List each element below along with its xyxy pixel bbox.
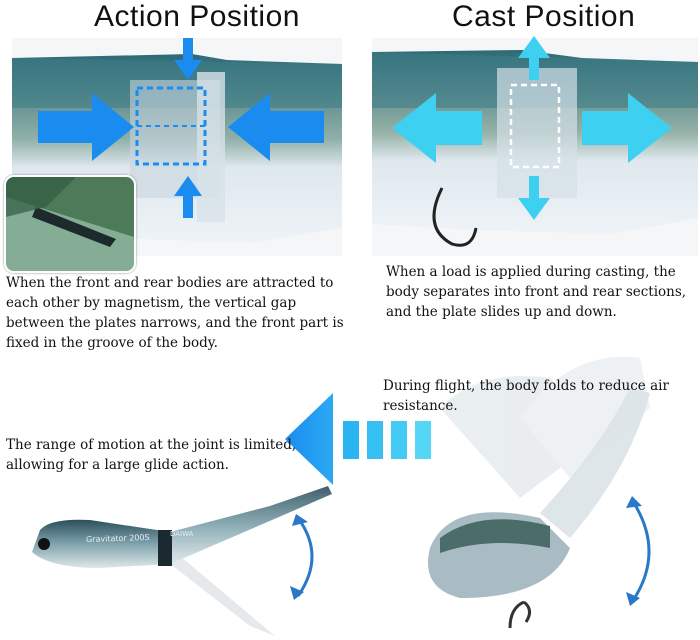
flight-lure-image xyxy=(400,348,700,640)
plate-outline xyxy=(133,84,209,168)
cast-down-arrow-icon xyxy=(518,176,550,220)
cast-position-heading: Cast Position xyxy=(452,0,636,33)
cast-left-arrow-icon xyxy=(392,93,482,163)
left-arrow-icon xyxy=(38,93,134,161)
cast-right-arrow-icon xyxy=(582,93,672,163)
cast-plate-outline xyxy=(508,82,562,170)
lure-brand-label: DAIWA xyxy=(170,530,194,538)
up-arrow-icon xyxy=(174,176,202,218)
direction-arrow-icon xyxy=(285,393,435,485)
inset-closeup-photo xyxy=(4,175,136,273)
flight-caption: During flight, the body folds to reduce … xyxy=(383,378,669,414)
glide-motion-arrow-icon xyxy=(282,512,332,602)
action-position-heading: Action Position xyxy=(94,0,300,33)
right-arrow-icon xyxy=(228,93,324,161)
glide-lure-image xyxy=(10,486,340,636)
glide-caption: The range of motion at the joint is limi… xyxy=(6,437,297,473)
down-arrow-icon xyxy=(174,38,202,80)
action-caption: When the front and rear bodies are attra… xyxy=(6,275,344,351)
flight-motion-arrow-icon xyxy=(618,494,668,610)
cast-up-arrow-icon xyxy=(518,36,550,80)
cast-caption: When a load is applied during casting, t… xyxy=(386,264,687,320)
